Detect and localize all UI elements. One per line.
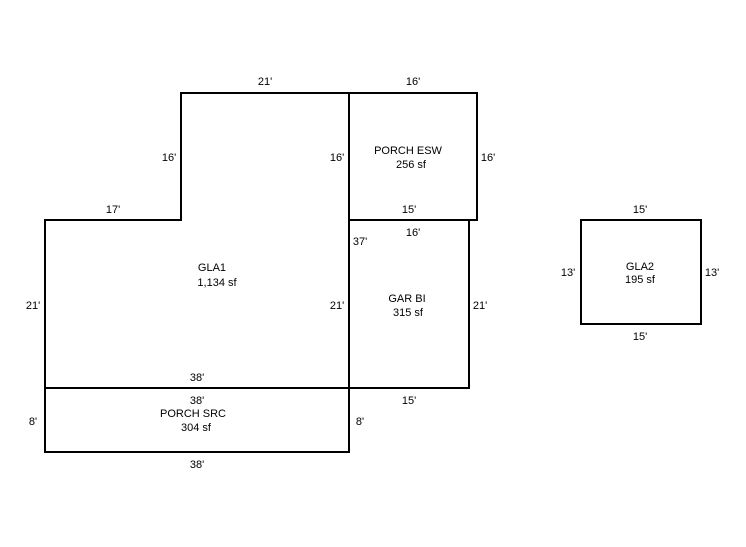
dim-porch-src-right: 8'	[356, 416, 364, 428]
dim-gla1-right: 21'	[330, 300, 344, 312]
gla2-outline	[580, 219, 702, 325]
dim-gla1-top: 21'	[258, 76, 272, 88]
gla2-area: 195 sf	[625, 274, 656, 286]
dim-gla1-right-total: 37'	[353, 236, 367, 248]
gla2-name: GLA2	[626, 261, 654, 273]
dim-gla1-step: 17'	[106, 204, 120, 216]
dim-gla1-upper-right: 16'	[330, 152, 344, 164]
porch-src-name: PORCH SRC	[160, 408, 226, 420]
dim-gla2-bottom: 15'	[633, 331, 647, 343]
dim-porch-esw-bottom: 15'	[402, 204, 416, 216]
gar-bi-area: 315 sf	[393, 307, 424, 319]
dim-gar-top: 16'	[406, 227, 420, 239]
dim-porch-src-bottom: 38'	[190, 459, 204, 471]
dim-porch-esw-right: 16'	[481, 152, 495, 164]
gla1-name: GLA1	[198, 262, 226, 274]
porch-esw-area: 256 sf	[396, 159, 427, 171]
dim-gla2-top: 15'	[633, 204, 647, 216]
dim-gla2-right: 13'	[705, 267, 719, 279]
gar-bi-outline	[348, 219, 470, 389]
gar-bi-name: GAR BI	[388, 293, 425, 305]
gla1-outline	[44, 92, 350, 389]
dim-gla1-bottom: 38'	[190, 372, 204, 384]
porch-src-outline	[44, 387, 350, 453]
dim-gla1-left: 21'	[26, 300, 40, 312]
dim-gar-right: 21'	[473, 300, 487, 312]
dim-porch-esw-top: 16'	[406, 76, 420, 88]
porch-esw-name: PORCH ESW	[374, 145, 442, 157]
dim-porch-src-left: 8'	[29, 416, 37, 428]
dim-gar-bottom: 15'	[402, 395, 416, 407]
porch-src-area: 304 sf	[181, 422, 212, 434]
dim-gla1-upper-left: 16'	[162, 152, 176, 164]
dim-gla2-left: 13'	[561, 267, 575, 279]
dim-porch-src-top: 38'	[190, 395, 204, 407]
gla1-area: 1,134 sf	[197, 277, 237, 289]
